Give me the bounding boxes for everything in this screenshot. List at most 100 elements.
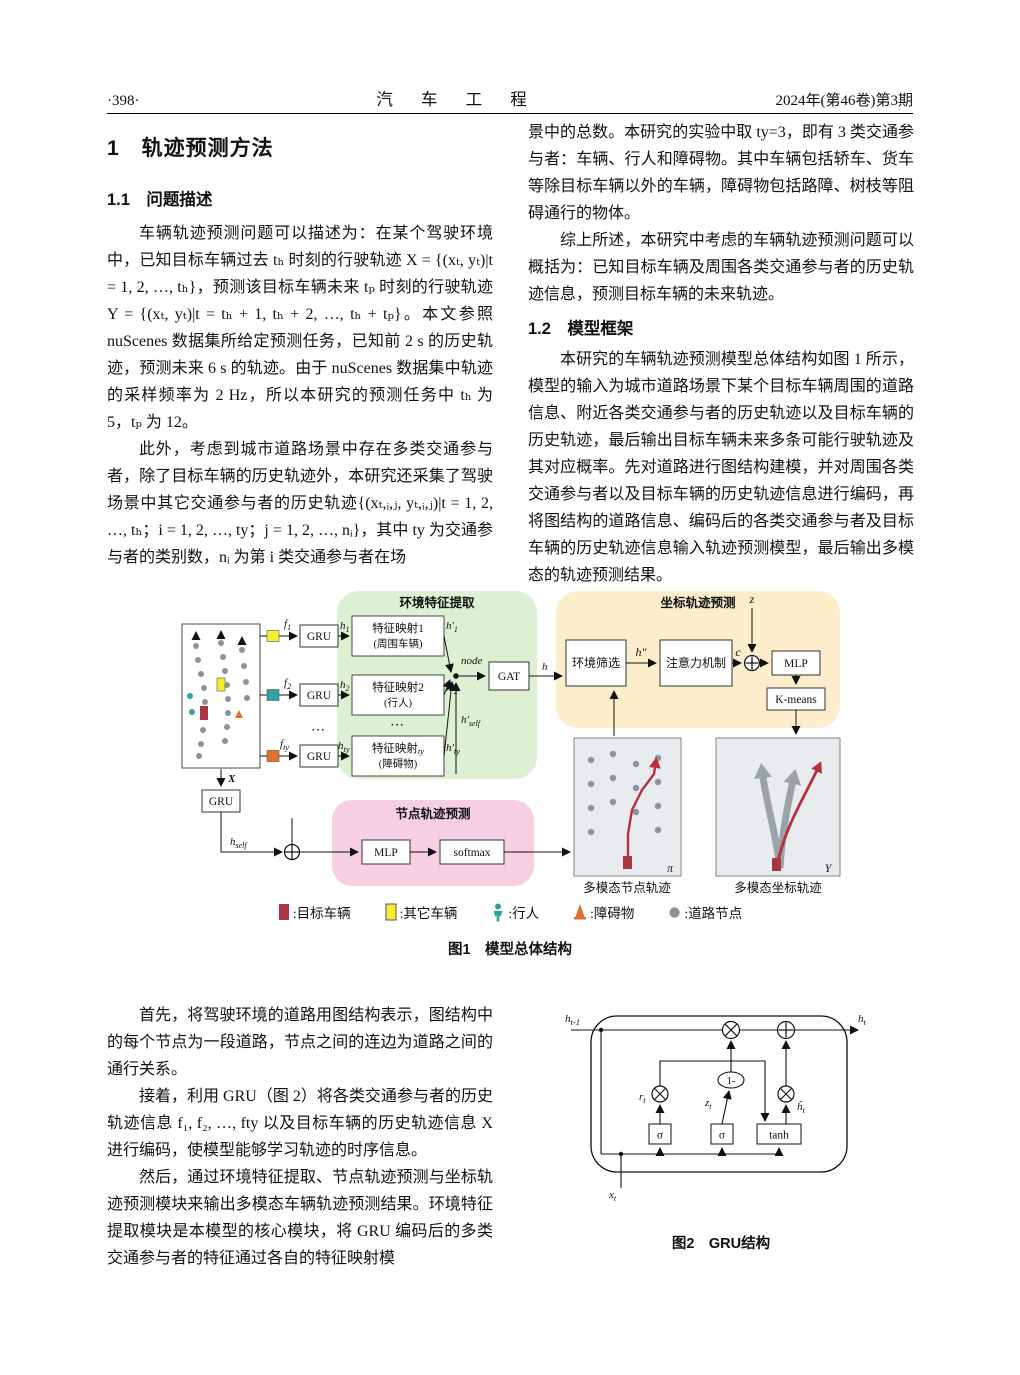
state-line xyxy=(571,1025,859,1188)
node-trajectory-path xyxy=(626,757,661,860)
tanh-box xyxy=(756,1123,802,1145)
paragraph: 此外，考虑到城市道路场景中存在多类交通参与者，除了目标车辆的历史轨迹外，本研究还… xyxy=(107,441,493,566)
ellipsis: ⋯ xyxy=(390,718,406,733)
ellipsis: ⋯ xyxy=(311,723,327,738)
attention-label: 注意力机制 xyxy=(666,655,726,670)
paragraph: 接着，利用 GRU（图 2）将各类交通参与者的历史轨迹信息 f₁, f₂, …,… xyxy=(107,1088,493,1159)
gru-label: GRU xyxy=(307,631,332,643)
legend-obstacle: :障碍物 xyxy=(573,902,634,922)
section-heading: 1 轨迹预测方法 xyxy=(107,137,274,160)
paragraph: 综上所述，本研究中考虑的车辆轨迹预测问题可以概括为：已知目标车辆及周围各类交通参… xyxy=(528,232,914,303)
wire-junction xyxy=(618,1151,624,1157)
gru-encoders: GRU GRU GRU ⋯ xyxy=(299,624,339,768)
reset-multiply-gate-icon xyxy=(651,1085,669,1103)
add-gate-icon xyxy=(776,1020,796,1040)
red-trajectory-path xyxy=(774,761,823,871)
obstacle-icon xyxy=(574,904,587,920)
z-t-label: zt xyxy=(704,1097,712,1111)
page-number: ·398· xyxy=(107,93,140,109)
legend-label: :障碍物 xyxy=(590,906,635,921)
env-filter-label: 环境筛选 xyxy=(572,655,620,670)
paragraph: 车辆轨迹预测问题可以描述为：在某个驾驶环境中，已知目标车辆过去 tₕ 时刻的行驶… xyxy=(107,225,493,431)
gate-wires xyxy=(655,1040,791,1125)
hty-label: hty xyxy=(338,740,350,754)
journal-title: 汽 车 工 程 xyxy=(376,90,539,109)
y-label: Y xyxy=(825,861,833,875)
paragraph: 本研究的车辆轨迹预测模型总体结构如图 1 所示，模型的输入为城市道路场景下某个目… xyxy=(528,351,914,584)
one-minus-label: 1- xyxy=(727,1076,736,1087)
legend-pedestrian: :行人 xyxy=(491,902,539,922)
env-module-title: 环境特征提取 xyxy=(399,595,475,610)
legend-label: :其它车辆 xyxy=(399,906,458,921)
kmeans-label: K-means xyxy=(775,694,817,706)
obstacle-chip xyxy=(266,750,280,762)
pedestrian-marker xyxy=(189,709,195,715)
gru-label: GRU xyxy=(307,690,332,702)
legend-label: :目标车辆 xyxy=(292,906,351,921)
left-column: 1 轨迹预测方法 1.1 问题描述 车辆轨迹预测问题可以描述为：在某个驾驶环境中… xyxy=(107,132,493,571)
legend-label: :行人 xyxy=(508,906,540,921)
figure1-diagram: 环境特征提取 坐标轨迹预测 节点轨迹预测 xyxy=(181,591,841,895)
concat-gate-icon xyxy=(743,654,761,672)
feature-map-ty-title: 特征映射ty xyxy=(372,741,424,756)
candidate-multiply-gate-icon xyxy=(777,1085,795,1103)
gat-label: GAT xyxy=(498,671,520,683)
h-label: h xyxy=(542,661,548,673)
target-vehicle-icon xyxy=(278,904,289,920)
coord-mlp-box xyxy=(771,650,821,676)
sigma-label: σ xyxy=(657,1130,664,1142)
h-t-label: ht xyxy=(858,1013,867,1027)
h2-label: h2 xyxy=(340,679,350,693)
f2-label: f2 xyxy=(284,677,291,691)
hself-arrow xyxy=(220,812,283,857)
other-vehicle-chip xyxy=(266,630,280,642)
softmax-label: softmax xyxy=(453,847,490,859)
attention-box xyxy=(659,639,733,687)
sigma-box-r xyxy=(648,1123,672,1145)
add-gate-icon xyxy=(283,843,301,861)
node-module-title: 节点轨迹预测 xyxy=(395,806,470,821)
figure1: 环境特征提取 坐标轨迹预测 节点轨迹预测 xyxy=(104,588,916,959)
pedestrian-icon xyxy=(493,903,503,921)
bottom-left-column: 首先，将驾驶环境的道路用图结构表示，图结构中的每个节点为一段道路，节点之间的连边… xyxy=(107,1002,493,1272)
r-t-label: rt xyxy=(639,1091,646,1105)
one-minus-node: 1- xyxy=(717,1071,745,1089)
other-vehicle-marker xyxy=(216,677,226,692)
legend-road-node: :道路节点 xyxy=(668,902,742,922)
target-vehicle-marker xyxy=(772,858,781,871)
issue-info: 2024年(第46卷)第3期 xyxy=(775,93,914,109)
gat-box xyxy=(488,661,530,691)
env-filter-box xyxy=(565,639,627,687)
fty-label: fty xyxy=(280,738,289,752)
hp2-label: h′2 xyxy=(446,682,458,696)
h-tilde-label: h̃t xyxy=(797,1100,806,1115)
subsection-heading-1-1: 1.1 问题描述 xyxy=(107,191,213,209)
hpself-label: h′self xyxy=(461,714,482,728)
figure2-caption: 图2 GRU结构 xyxy=(671,1236,771,1252)
feature-map-boxes: 特征映射1 (周围车辆) 特征映射2 (行人) 特征映射ty (障碍物) ⋯ xyxy=(351,615,445,777)
gru-label: GRU xyxy=(307,751,332,763)
node-label: node xyxy=(461,655,483,667)
legend-other-vehicle: :其它车辆 xyxy=(385,902,458,922)
other-vehicle-icon xyxy=(385,903,397,921)
header-rule xyxy=(107,113,913,114)
paragraph: 然后，通过环境特征提取、节点轨迹预测与坐标轨迹预测模块来输出多模态车辆轨迹预测结… xyxy=(107,1169,493,1267)
node-panel-caption: 多模态节点轨迹 xyxy=(583,881,671,895)
gru-to-fm-arrows xyxy=(338,631,350,761)
right-column: 景中的总数。本研究的实验中取 ty=3，即有 3 类交通参与者：车辆、行人和障碍… xyxy=(528,119,914,589)
gray-trajectory-path xyxy=(776,769,802,869)
mlp-label: MLP xyxy=(784,658,808,670)
coord-panel-caption: 多模态坐标轨迹 xyxy=(734,881,822,895)
f1-label: f1 xyxy=(284,618,291,632)
hp1-label: h′1 xyxy=(446,620,458,634)
h-prev-label: ht-1 xyxy=(565,1013,580,1027)
x-t-label: xt xyxy=(608,1189,617,1202)
subsection-heading-1-2: 1.2 模型框架 xyxy=(528,320,634,338)
paragraph: 景中的总数。本研究的实验中取 ty=3，即有 3 类交通参与者：车辆、行人和障碍… xyxy=(528,124,914,222)
figure1-caption: 图1 模型总体结构 xyxy=(447,942,573,958)
node-mlp-box xyxy=(361,839,411,865)
node-trajectory-panel: π xyxy=(573,737,682,877)
coord-module-title: 坐标轨迹预测 xyxy=(660,595,735,610)
h1-label: h1 xyxy=(340,620,350,634)
